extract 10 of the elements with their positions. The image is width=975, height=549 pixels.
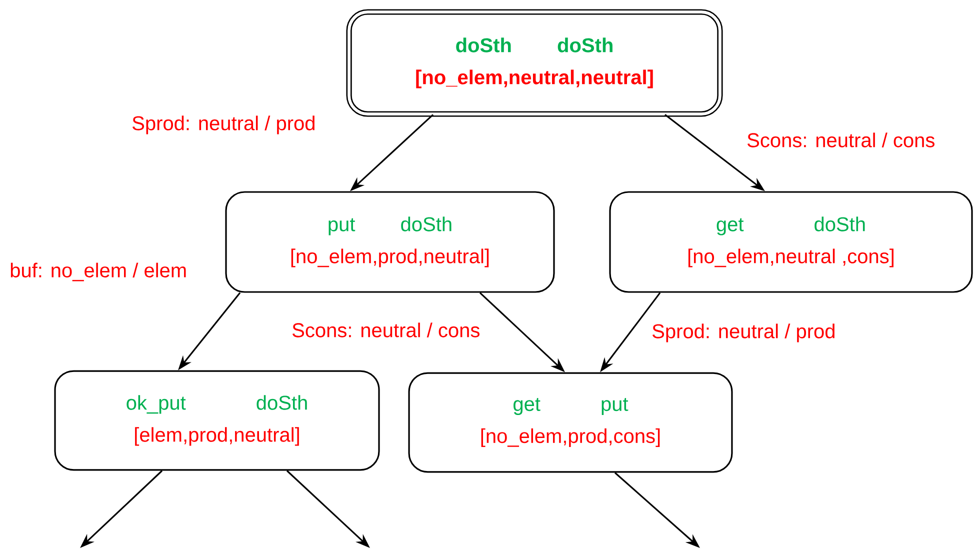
edge-label: Scons: neutral / cons bbox=[745, 131, 937, 149]
state-box: get doSth [no_elem,neutral ,cons] bbox=[609, 191, 973, 293]
state-box: put doSth [no_elem,prod,neutral] bbox=[225, 191, 555, 293]
edge-label: Scons: neutral / cons bbox=[290, 321, 482, 339]
state-box: doSth doSth [no_elem,neutral,neutral] bbox=[346, 9, 723, 117]
state-box: ok_put doSth [elem,prod,neutral] bbox=[54, 370, 380, 471]
edge-label: Sprod: neutral / prod bbox=[130, 114, 318, 136]
edge-label: buf: no_elem / elem bbox=[8, 261, 188, 283]
edge-label: Sprod: neutral / prod bbox=[650, 322, 838, 344]
state-box: get put [no_elem,prod,cons] bbox=[408, 372, 733, 473]
